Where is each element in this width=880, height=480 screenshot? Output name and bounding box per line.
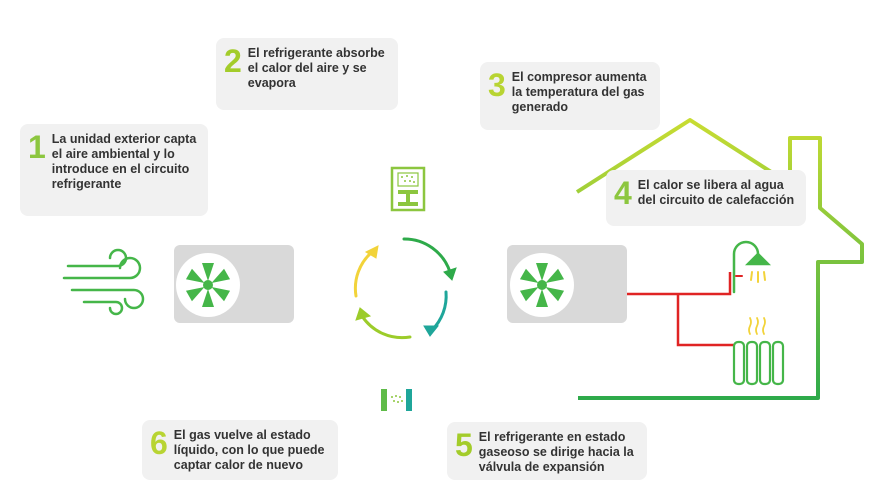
step-3-box: 3 El compresor aumenta la temperatura de… [480,62,660,130]
fan-icon [519,263,565,307]
step-1-box: 1 La unidad exterior capta el aire ambie… [20,124,208,216]
step-5-text: El refrigerante en estado gaseoso se dir… [478,430,634,474]
fan-icon [185,263,231,307]
heating-pipes [627,272,736,347]
step-2-text: El refrigerante absorbe el calor del air… [247,46,385,90]
flow-marks [230,178,577,402]
step-3-text: El compresor aumenta la temperatura del … [511,70,647,114]
step-4-text: El calor se libera al agua del circuito … [637,178,795,207]
step-1-number: 1 [28,129,46,165]
step-2-box: 2 El refrigerante absorbe el calor del a… [216,38,398,110]
indoor-unit [507,245,627,323]
step-2-number: 2 [224,43,242,79]
cycle-arrows-icon [353,237,457,340]
shower-icon [732,240,772,294]
radiator-icon [732,317,785,386]
step-6-number: 6 [150,425,168,461]
expansion-valve-icon [381,389,412,411]
evaporator-icon [390,166,426,212]
outdoor-unit [174,245,294,323]
step-5-number: 5 [455,427,473,463]
step-1-text: La unidad exterior capta el aire ambient… [51,132,197,191]
step-4-number: 4 [614,175,632,211]
step-3-number: 3 [488,67,506,103]
step-6-box: 6 El gas vuelve al estado líquido, con l… [142,420,338,480]
step-6-text: El gas vuelve al estado líquido, con lo … [173,428,325,472]
step-5-box: 5 El refrigerante en estado gaseoso se d… [447,422,647,480]
step-4-box: 4 El calor se libera al agua del circuit… [606,170,806,226]
wind-icon [62,248,145,316]
house-icon [575,118,864,400]
